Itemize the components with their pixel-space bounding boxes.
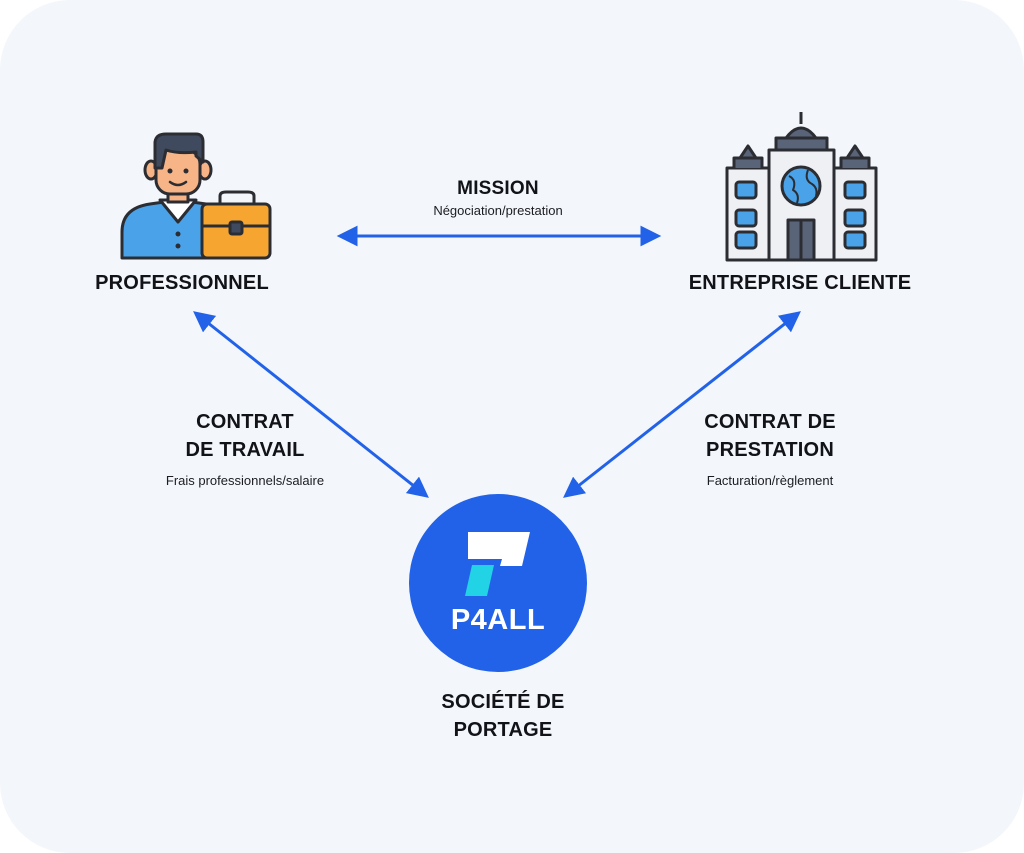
contrat-prestation-line1: CONTRAT DE <box>704 411 836 433</box>
contrat-travail-arrow <box>193 311 429 498</box>
professionnel-label: PROFESSIONNEL <box>95 272 269 294</box>
contrat-travail-subtitle: Frais professionnels/salaire <box>165 473 325 488</box>
mission-subtitle: Négociation/prestation <box>433 203 563 218</box>
contrat-prestation-line2: PRESTATION <box>706 439 834 461</box>
contrat-travail-title: CONTRAT DE TRAVAIL <box>140 408 350 464</box>
mission-title: MISSION <box>457 178 539 199</box>
contrat-prestation-arrow <box>563 311 801 498</box>
contrat-prestation-subtitle: Facturation/règlement <box>706 473 834 488</box>
societe-portage-label: SOCIÉTÉ DE PORTAGE <box>398 688 608 744</box>
contrat-travail-line2: DE TRAVAIL <box>185 439 305 461</box>
entreprise-cliente-label: ENTREPRISE CLIENTE <box>688 272 912 294</box>
contrat-travail-line1: CONTRAT <box>196 411 294 433</box>
brand-name: P4ALL <box>450 604 546 636</box>
societe-line2: PORTAGE <box>453 719 553 741</box>
societe-line1: SOCIÉTÉ DE <box>441 691 565 713</box>
contrat-prestation-title: CONTRAT DE PRESTATION <box>665 408 875 464</box>
